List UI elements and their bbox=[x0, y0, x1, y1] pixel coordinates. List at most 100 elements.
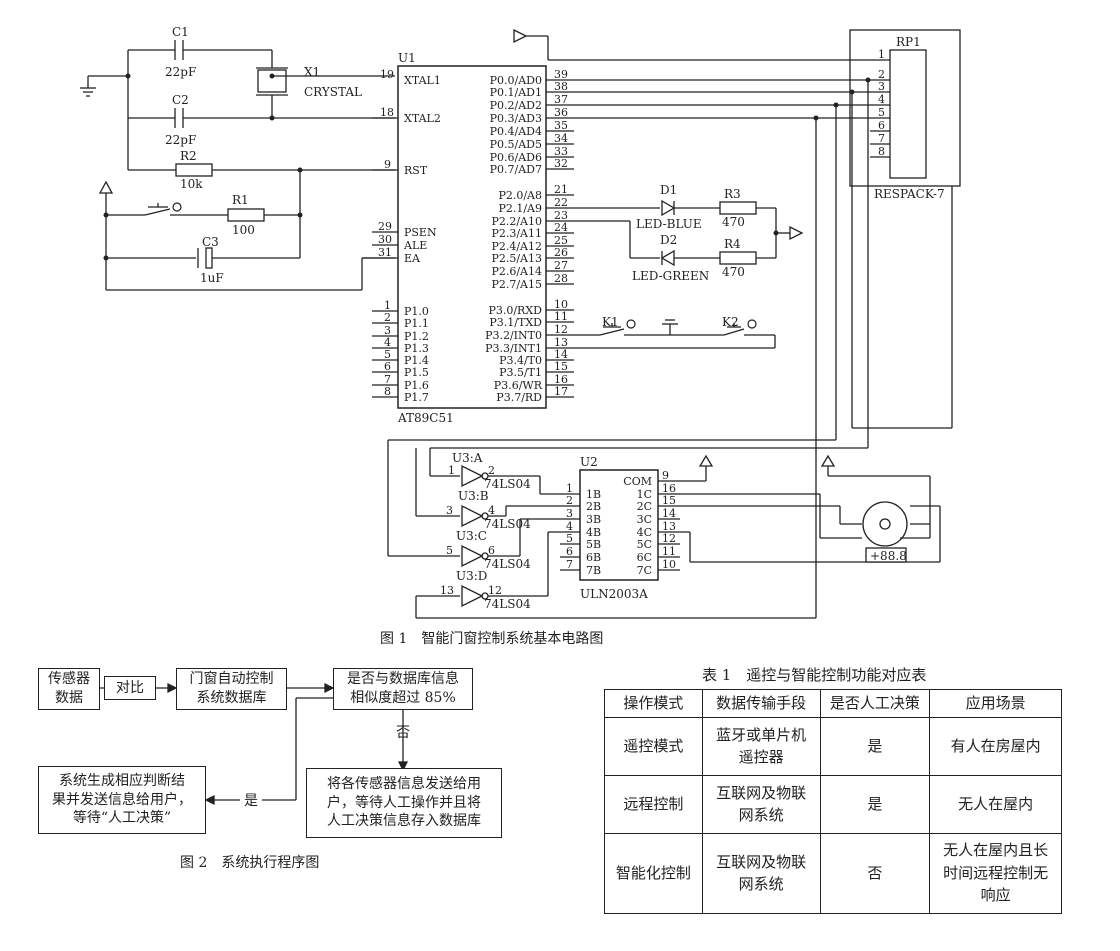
u2-pin-name: 4B bbox=[586, 526, 601, 539]
function-table: 操作模式 数据传输手段 是否人工决策 应用场景 遥控模式 蓝牙或单片机遥控器 是… bbox=[604, 689, 1062, 914]
u1-pin-name: P2.4/A12 bbox=[491, 240, 542, 253]
table-cell: 智能化控制 bbox=[604, 832, 703, 914]
u1-pin-name: P1.3 bbox=[404, 342, 429, 355]
u2-pin-name: 7C bbox=[637, 564, 652, 577]
table-header-cell: 是否人工决策 bbox=[819, 689, 931, 718]
figure-2-caption: 图 2 系统执行程序图 bbox=[180, 855, 320, 871]
motor-value: +88.8 bbox=[870, 549, 907, 563]
u2-pin-num: 16 bbox=[662, 482, 676, 495]
u1-pin-num: 28 bbox=[554, 272, 568, 285]
u1-pin-name: P3.5/T1 bbox=[499, 366, 542, 379]
u2-pin-name: 3C bbox=[637, 513, 652, 526]
table-header-cell: 操作模式 bbox=[604, 689, 703, 718]
u1-pin-name: P0.6/AD6 bbox=[490, 151, 542, 164]
u1-pin-name: P1.1 bbox=[404, 317, 429, 330]
u1-pin-num: 23 bbox=[554, 209, 568, 222]
u1-pin-num: 8 bbox=[384, 385, 391, 398]
r4-label: R4 bbox=[724, 237, 741, 251]
u1-pin-num: 12 bbox=[554, 323, 568, 336]
r3-value: 470 bbox=[722, 215, 745, 229]
d2-name: LED-GREEN bbox=[632, 269, 709, 283]
compare-box: 对比 bbox=[104, 676, 156, 700]
u1-pin-name: ALE bbox=[403, 239, 427, 252]
u1-pin-num: 21 bbox=[554, 183, 568, 196]
inv-pin: 1 bbox=[448, 464, 455, 477]
u3b-part: 74LS04 bbox=[484, 517, 531, 531]
table-header-cell: 数据传输手段 bbox=[701, 689, 821, 718]
u1-pin-name: P0.3/AD3 bbox=[490, 112, 542, 125]
u2-pin-num: 6 bbox=[566, 545, 573, 558]
r1-label: R1 bbox=[232, 193, 249, 207]
u1-pin-num: 37 bbox=[554, 93, 568, 106]
u1-pin-num: 36 bbox=[554, 106, 568, 119]
u1-pin-num: 10 bbox=[554, 298, 568, 311]
inv-pin: 13 bbox=[440, 584, 454, 597]
circuit-diagram: C1 22pF C2 22pF X1 CRYSTAL R2 10k R1 100… bbox=[80, 25, 961, 619]
u1-pin-num: 9 bbox=[384, 158, 391, 171]
rp1-pin-num: 1 bbox=[878, 48, 885, 61]
d1-label: D1 bbox=[660, 183, 677, 197]
u1-pin-num: 26 bbox=[554, 246, 568, 259]
rp1-pin-num: 3 bbox=[878, 80, 885, 93]
rp1-pin-num: 4 bbox=[878, 93, 885, 106]
rp1-label: RP1 bbox=[896, 35, 921, 49]
u1-pin-name: P0.1/AD1 bbox=[490, 86, 542, 99]
u1-label: U1 bbox=[398, 51, 416, 65]
u1-pin-name: P0.4/AD4 bbox=[490, 125, 542, 138]
k1-label: K1 bbox=[602, 315, 619, 329]
database-box: 门窗自动控制 系统数据库 bbox=[176, 668, 287, 710]
u1-pin-num: 7 bbox=[384, 373, 391, 386]
u1-pin-name: P2.3/A11 bbox=[491, 227, 542, 240]
no-label: 否 bbox=[396, 725, 410, 741]
crystal-label: CRYSTAL bbox=[304, 85, 362, 99]
table-header-cell: 应用场景 bbox=[929, 689, 1062, 718]
u1-pin-name: P0.0/AD0 bbox=[490, 74, 542, 87]
u1-pin-num: 17 bbox=[554, 385, 568, 398]
u2-pin-name: 1C bbox=[637, 488, 652, 501]
d1-name: LED-BLUE bbox=[636, 217, 702, 231]
inv-pin: 4 bbox=[488, 504, 495, 517]
u1-pin-name: P2.6/A14 bbox=[491, 265, 542, 278]
u1-pin-name: P2.2/A10 bbox=[491, 215, 542, 228]
u1-pin-name: P3.2/INT0 bbox=[485, 329, 542, 342]
u1-pin-num: 22 bbox=[554, 196, 568, 209]
u1-pin-num: 15 bbox=[554, 360, 568, 373]
u2-pin-num: 7 bbox=[566, 558, 573, 571]
table-cell: 是 bbox=[819, 716, 931, 776]
u1-pin-num: 3 bbox=[384, 324, 391, 337]
u1-pin-name: P3.6/WR bbox=[494, 379, 543, 392]
rp1-part: RESPACK-7 bbox=[874, 187, 945, 201]
u1-pin-num: 32 bbox=[554, 157, 568, 170]
u2-pin-num: 14 bbox=[662, 507, 676, 520]
rp1-pin-num: 6 bbox=[878, 119, 885, 132]
u1-pin-num: 6 bbox=[384, 360, 391, 373]
u2-pin-name: COM bbox=[623, 475, 652, 488]
table-cell: 有人在房屋内 bbox=[929, 716, 1062, 776]
table-cell: 互联网及物联网系统 bbox=[701, 774, 821, 834]
u1-pin-name: P1.5 bbox=[404, 366, 429, 379]
rp1-pin-num: 2 bbox=[878, 68, 885, 81]
table-cell: 遥控模式 bbox=[604, 716, 703, 776]
u1-pin-name: P3.1/TXD bbox=[489, 316, 542, 329]
u1-pin-num: 30 bbox=[378, 233, 392, 246]
table-row: 遥控模式 蓝牙或单片机遥控器 是 有人在房屋内 bbox=[604, 716, 1062, 776]
inv-pin: 12 bbox=[488, 584, 502, 597]
u1-pin-num: 2 bbox=[384, 311, 391, 324]
u1-pin-num: 34 bbox=[554, 132, 568, 145]
r4-value: 470 bbox=[722, 265, 745, 279]
u1-pin-num: 19 bbox=[380, 68, 394, 81]
u2-pin-num: 5 bbox=[566, 532, 573, 545]
u1-pin-name: P2.5/A13 bbox=[491, 252, 542, 265]
x1-label: X1 bbox=[304, 65, 320, 79]
table-cell: 无人在屋内 bbox=[929, 774, 1062, 834]
u2-pin-num: 1 bbox=[566, 482, 573, 495]
u1-pin-name: P1.7 bbox=[404, 391, 429, 404]
c2-label: C2 bbox=[172, 93, 189, 107]
c3-value: 1uF bbox=[200, 271, 224, 285]
c1-value: 22pF bbox=[165, 65, 196, 79]
u3b-label: U3:B bbox=[458, 489, 489, 503]
u1-pin-name: PSEN bbox=[404, 226, 437, 239]
inv-pin: 6 bbox=[488, 544, 495, 557]
k2-label: K2 bbox=[722, 315, 739, 329]
inv-pin: 5 bbox=[446, 544, 453, 557]
